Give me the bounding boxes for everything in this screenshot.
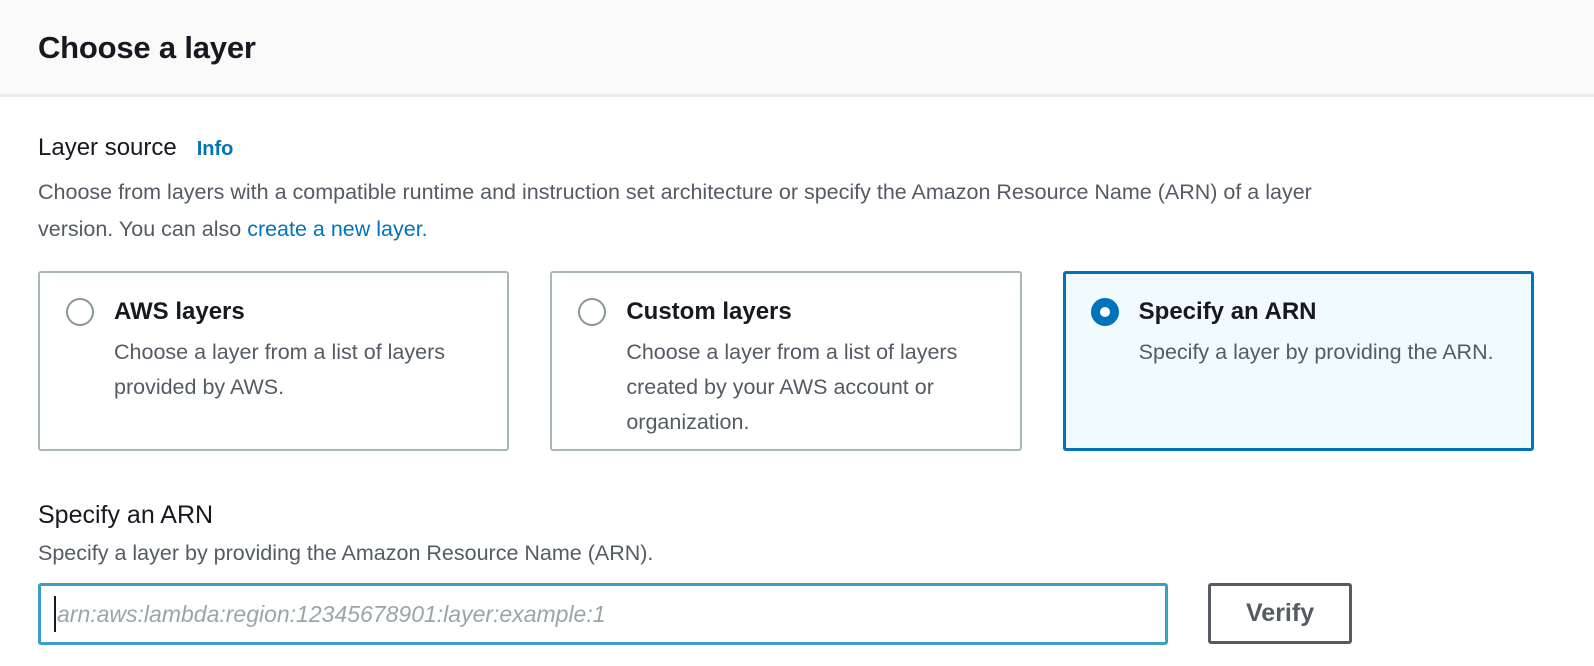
option-card-head: Custom layers <box>578 298 993 326</box>
verify-button[interactable]: Verify <box>1208 583 1353 644</box>
panel-header: Choose a layer <box>0 0 1594 97</box>
layer-source-label-row: Layer source Info <box>38 134 1534 162</box>
option-description: Choose a layer from a list of layers cre… <box>626 340 958 434</box>
option-card-head: Specify an ARN <box>1090 298 1506 326</box>
text-cursor-caret <box>54 596 56 632</box>
info-link[interactable]: Info <box>196 138 234 160</box>
radio-button-icon[interactable] <box>1090 298 1119 326</box>
option-title: Specify an ARN <box>1138 298 1317 325</box>
arn-input-row: Verify <box>38 583 1534 645</box>
option-card-specify-arn[interactable]: Specify an ARN Specify a layer by provid… <box>1062 271 1534 451</box>
page-title: Choose a layer <box>38 30 256 65</box>
option-description: Specify a layer by providing the ARN. <box>1138 340 1494 364</box>
layer-source-options: AWS layers Choose a layer from a list of… <box>38 271 1534 451</box>
layer-source-description-line1: Choose from layers with a compatible run… <box>38 180 1312 204</box>
arn-input-wrapper <box>38 583 1168 645</box>
panel-content: Layer source Info Choose from layers wit… <box>0 134 1594 645</box>
layer-source-label: Layer source <box>38 134 177 161</box>
specify-arn-section-title: Specify an ARN <box>38 501 214 529</box>
option-description: Choose a layer from a list of layers pro… <box>114 340 445 399</box>
layer-source-description: Choose from layers with a compatible run… <box>38 174 1534 248</box>
option-title: Custom layers <box>626 298 792 325</box>
create-new-layer-link[interactable]: create a new layer. <box>247 217 428 241</box>
option-card-custom-layers[interactable]: Custom layers Choose a layer from a list… <box>550 271 1022 451</box>
arn-input[interactable] <box>38 583 1168 645</box>
option-card-aws-layers[interactable]: AWS layers Choose a layer from a list of… <box>38 271 510 451</box>
specify-arn-section-description: Specify a layer by providing the Amazon … <box>38 541 654 565</box>
option-card-head: AWS layers <box>66 298 481 326</box>
layer-source-description-line2: version. You can also <box>38 217 248 241</box>
option-title: AWS layers <box>114 298 245 325</box>
radio-button-icon[interactable] <box>578 298 607 326</box>
radio-button-icon[interactable] <box>66 298 94 326</box>
